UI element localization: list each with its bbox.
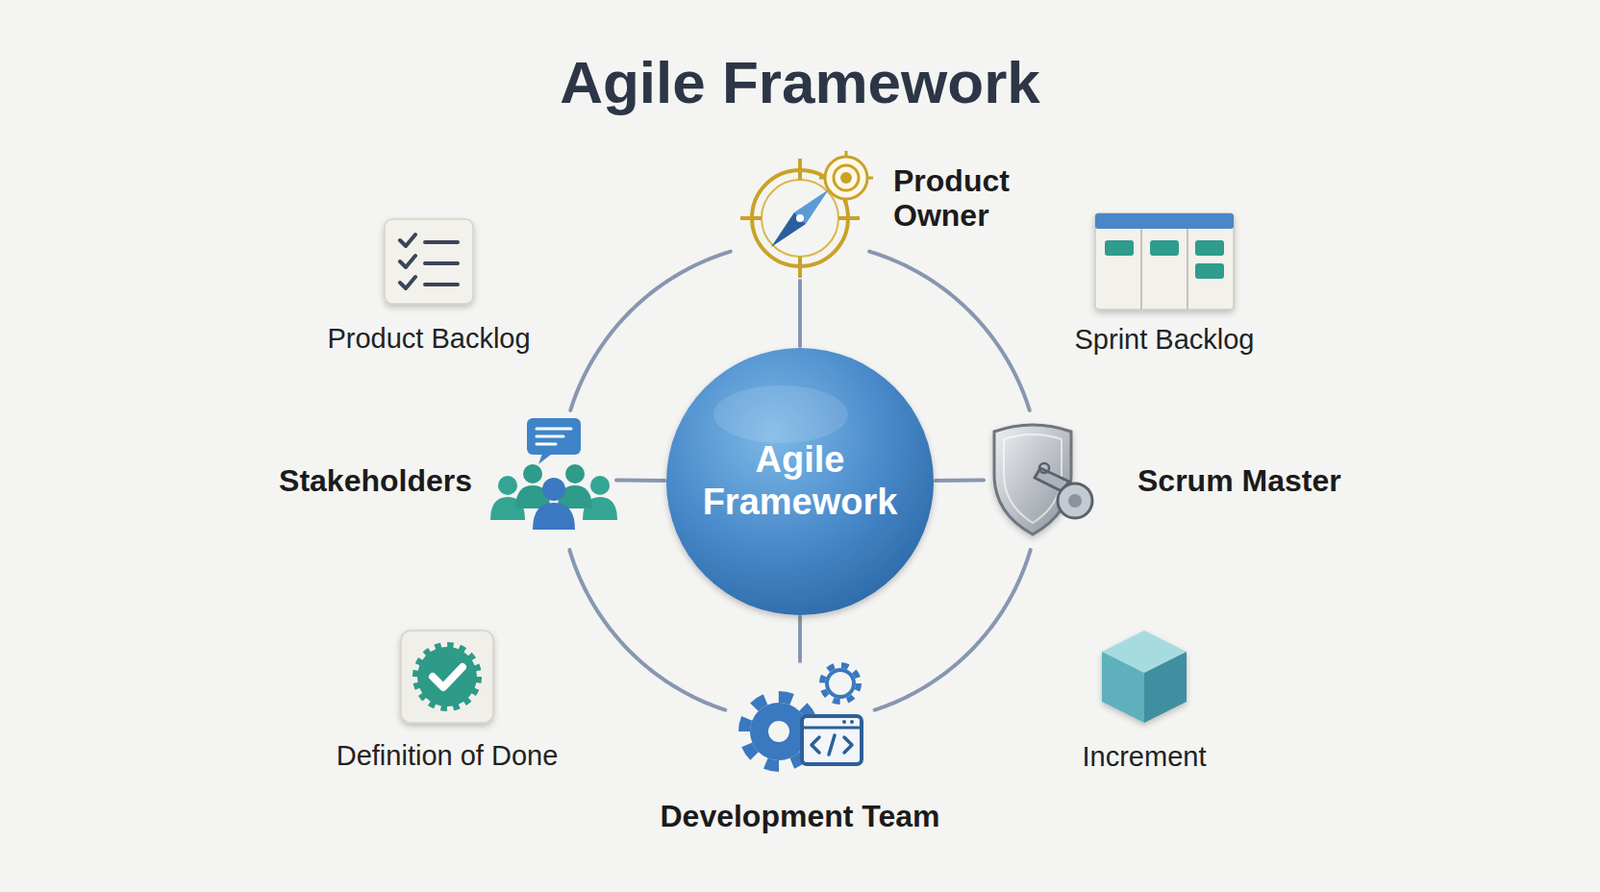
- people-icon: [490, 418, 618, 530]
- role-label: Scrum Master: [1137, 464, 1342, 500]
- spoke-line: [616, 478, 665, 483]
- artifact-label: Product Backlog: [326, 323, 530, 354]
- gears-code-icon: [744, 665, 862, 767]
- sphere-circle: [666, 348, 934, 616]
- role-node: Development Team: [732, 661, 868, 787]
- artifact-label: Increment: [1082, 741, 1207, 773]
- artifact-label: Sprint Backlog: [1075, 324, 1255, 355]
- sphere-highlight: [713, 385, 849, 444]
- role-label: Development Team: [659, 800, 940, 835]
- center-label: Agile Framework: [689, 439, 911, 524]
- artifact-label: Definition of Done: [336, 740, 559, 772]
- role-node: Product Owner: [737, 155, 863, 281]
- spoke-line: [798, 280, 802, 347]
- shield-whistle-icon: [994, 425, 1093, 535]
- artifact-node: Definition of Done: [399, 628, 496, 725]
- compass-icon: [740, 150, 874, 278]
- role-label: Stakeholders: [278, 464, 473, 500]
- spoke-line: [798, 617, 802, 662]
- role-label: Product Owner: [893, 164, 1010, 234]
- role-node: Stakeholders: [491, 417, 617, 543]
- diagram-title: Agile Framework: [0, 50, 1600, 116]
- kanban-board-icon: [1095, 213, 1234, 310]
- cube-icon: [1101, 630, 1187, 724]
- center-circle: Agile Framework: [664, 346, 936, 618]
- checklist-icon: [384, 219, 474, 304]
- spoke-line: [935, 478, 984, 483]
- artifact-node: Increment: [1096, 624, 1193, 730]
- ring-arc: [875, 550, 1031, 711]
- check-badge-icon: [400, 630, 494, 724]
- artifact-node: Product Backlog: [380, 213, 477, 310]
- role-node: Scrum Master: [983, 417, 1109, 543]
- ring-arc: [569, 550, 725, 711]
- artifact-node: Sprint Backlog: [1092, 210, 1237, 313]
